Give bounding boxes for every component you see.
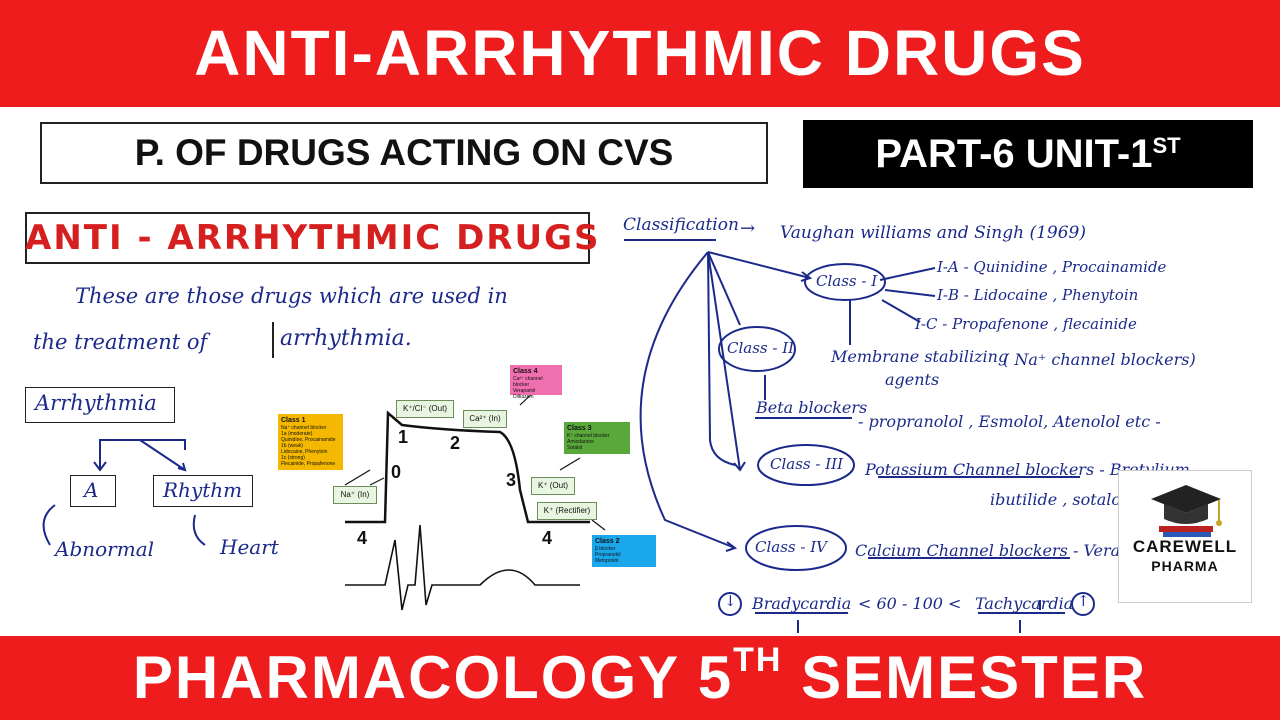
definition-line-2: the treatment of: [33, 330, 208, 354]
top-title-banner: ANTI-ARRHYTHMIC DRUGS: [0, 0, 1280, 107]
class-3-title: Class 3: [567, 425, 592, 432]
class-2-subtitle: β blocker: [595, 546, 616, 552]
footer-text-main: PHARMACOLOGY 5: [132, 644, 734, 711]
class-3-subtitle: K⁺ channel blocker: [567, 433, 610, 439]
class-2-title: Class 2: [595, 538, 620, 545]
a-label: A: [84, 478, 99, 502]
a-box: [70, 475, 116, 507]
bottom-footer-banner: PHARMACOLOGY 5TH SEMESTER: [0, 636, 1280, 720]
class-4-line: Diltiazem: [513, 394, 534, 400]
definition-arrhythmia: arrhythmia.: [280, 326, 412, 351]
membrane-stabilizing-label: Membrane stabilizing: [831, 347, 1009, 366]
class-1c-label: I-C - Propafenone , flecainide: [915, 315, 1137, 333]
action-potential-curve: [344, 388, 606, 611]
part-badge: PART-6 UNIT-1ST: [803, 120, 1253, 188]
ca-in-box: Ca²⁺ (In): [463, 410, 507, 428]
class-1-line: 1b (weak): [281, 443, 303, 449]
phase-0-label: 0: [391, 462, 402, 482]
logo-text-line-1: CAREWELL: [1132, 537, 1238, 556]
class-4-line: Verapamil: [513, 388, 536, 394]
class-2-line: Propranolol: [595, 552, 621, 558]
classification-arrow: →: [740, 218, 756, 239]
brady-down-arrow: ↓: [724, 592, 737, 610]
phase-1-label: 1: [398, 427, 409, 447]
class-1a-label: I-A - Quinidine , Procainamide: [937, 258, 1167, 276]
beta-blockers-label: Beta blockers: [756, 398, 868, 417]
agents-label: agents: [885, 370, 940, 389]
class-1-label: Class - I: [816, 272, 878, 290]
classification-label: Classification: [623, 215, 739, 235]
calcium-channel-blockers-label: Calcium Channel blockers - Vera: [855, 541, 1121, 560]
arrhythmia-label: Arrhythmia: [35, 391, 157, 415]
bradycardia-label: Bradycardia: [752, 594, 852, 613]
class-1-line: 1c (strong): [281, 455, 305, 461]
main-title: ANTI-ARRHYTHMIC DRUGS: [194, 17, 1086, 89]
class-1-subtitle: Na⁺ channel blocker: [281, 425, 327, 431]
class-4-box: Class 4 Ca²⁺ channel blocker Verapamil D…: [510, 365, 562, 400]
notes-title: ANTI - ARRHYTHMIC DRUGS: [25, 218, 601, 258]
potassium-channel-blockers-label: Potassium Channel blockers - Bretylium: [865, 460, 1190, 479]
class-3-line: Sotalol: [567, 445, 583, 451]
graduation-cap-icon: [1151, 485, 1222, 537]
k-rectifier-box: K⁺ (Rectifier): [537, 502, 597, 520]
class-1-line: Lidocaine, Phenytoin: [281, 449, 328, 455]
footer-text-end: SEMESTER: [782, 644, 1148, 711]
rhythm-box: [153, 475, 253, 507]
heart-rate-range: < 60 - 100 <: [858, 594, 962, 613]
phase-3-label: 3: [506, 470, 517, 490]
class-4-label: Class - IV: [755, 538, 827, 556]
definition-line-1: These are those drugs which are used in: [75, 284, 508, 308]
class-1-line: Quinidine, Procainamide: [281, 437, 336, 443]
class-3-drugs: ibutilide , sotalol: [990, 490, 1127, 509]
arrhythmia-label-box: [25, 387, 175, 423]
class-3-box: Class 3 K⁺ channel blocker Amiodarone So…: [564, 422, 630, 454]
na-in-box: Na⁺ (In): [333, 486, 377, 504]
subtitle-box: P. OF DRUGS ACTING ON CVS: [40, 122, 768, 184]
arrhythmia-highlight-box: [272, 322, 416, 358]
class-2-label: Class - II: [727, 339, 795, 357]
class-4-title: Class 4: [513, 368, 538, 375]
k-out-box: K⁺ (Out): [531, 477, 575, 495]
carewell-pharma-logo: [1118, 470, 1252, 603]
tachy-up-arrow: ↑: [1077, 592, 1090, 610]
class-1-title: Class 1: [281, 417, 306, 424]
class-1-line: Flecainide, Propafenone: [281, 461, 336, 467]
part-badge-main: PART-6 UNIT-1: [875, 132, 1153, 176]
notes-title-box: [25, 212, 590, 264]
class-1-line: 1a (moderate): [281, 431, 313, 437]
part-badge-sup: ST: [1152, 133, 1181, 158]
vaughan-williams-label: Vaughan williams and Singh (1969): [780, 223, 1086, 243]
tachycardia-label: Tachycardia: [975, 594, 1074, 613]
heart-label: Heart: [220, 535, 279, 559]
class-2-box: Class 2 β blocker Propranolol Metoprolol: [592, 535, 656, 567]
class-2-line: Metoprolol: [595, 558, 619, 564]
footer-text-sup: TH: [733, 641, 783, 679]
na-channel-blockers-label: ( Na⁺ channel blockers): [1003, 350, 1196, 369]
class-4-subtitle: Ca²⁺ channel blocker: [513, 376, 543, 388]
phase-4-left-label: 4: [357, 528, 368, 548]
class-3-label: Class - III: [770, 455, 843, 473]
abnormal-label: Abnormal: [55, 537, 155, 561]
class-1b-label: I-B - Lidocaine , Phenytoin: [937, 286, 1139, 304]
beta-blocker-drugs: - propranolol , Esmolol, Atenolol etc -: [858, 412, 1161, 431]
logo-text-line-2: PHARMA: [1151, 558, 1219, 574]
class-1-box: Class 1 Na⁺ channel blocker 1a (moderate…: [278, 414, 343, 470]
class-3-line: Amiodarone: [567, 439, 594, 445]
rhythm-label: Rhythm: [163, 478, 243, 502]
phase-4-right-label: 4: [542, 528, 553, 548]
k-cl-out-box: K⁺/Cl⁻ (Out): [396, 400, 454, 418]
phase-2-label: 2: [450, 433, 461, 453]
